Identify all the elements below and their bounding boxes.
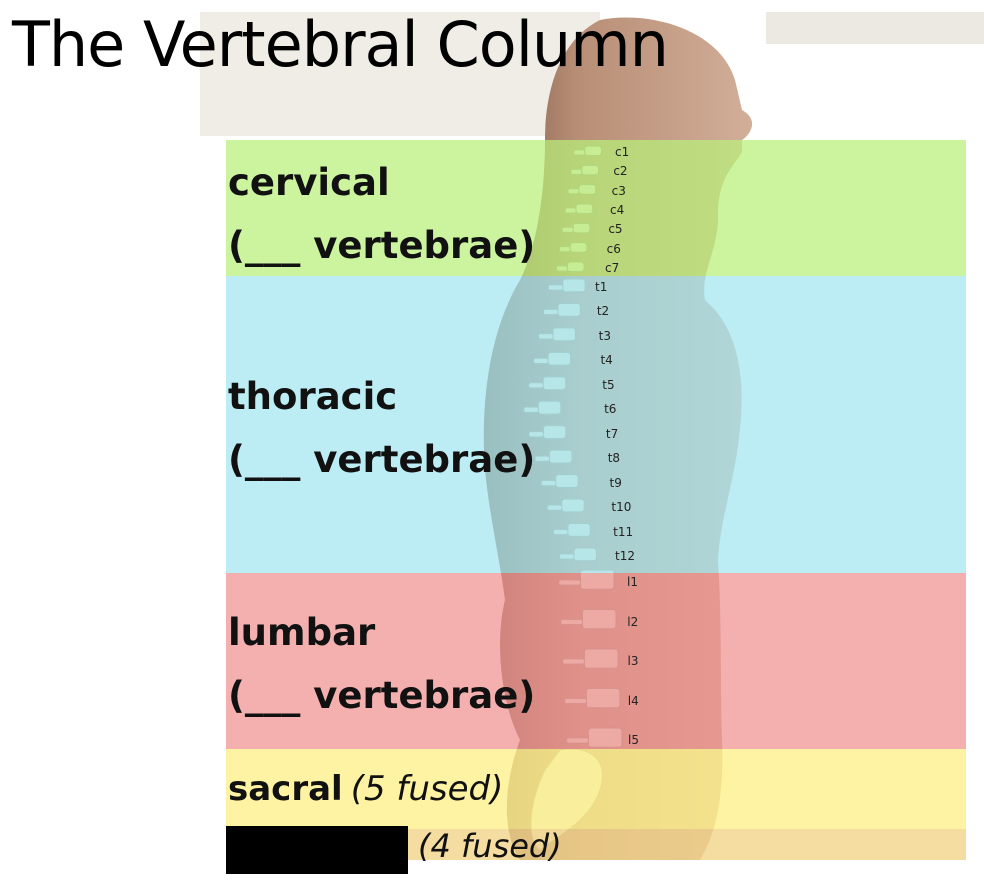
- redacted-coccyx-name: [226, 826, 408, 874]
- vertebra-label-t8: t8: [607, 451, 621, 466]
- cervical-label: cervical (___ vertebrae): [228, 164, 535, 264]
- vertebra-label-c6: c6: [606, 241, 621, 256]
- region-count-blank: (___ vertebrae): [228, 224, 536, 267]
- vertebra-label-t3: t3: [598, 328, 611, 343]
- vertebra-label-l1: l1: [627, 575, 638, 589]
- background-panel: [200, 12, 600, 136]
- vertebra-label-c4: c4: [610, 203, 625, 217]
- background-panel: [766, 12, 984, 44]
- vertebra-label-c7: c7: [605, 261, 620, 275]
- vertebra-label-t5: t5: [602, 377, 615, 392]
- vertebra-label-t12: t12: [615, 549, 635, 563]
- vertebra-label-c5: c5: [608, 222, 623, 237]
- region-count-blank: (___ vertebrae): [228, 438, 536, 481]
- vertebra-label-t7: t7: [605, 426, 619, 441]
- sacral-band: [226, 749, 966, 829]
- vertebra-label-t1: t1: [595, 280, 608, 294]
- vertebra-label-l5: l5: [628, 733, 639, 747]
- vertebra-label-t10: t10: [611, 500, 632, 515]
- vertebra-label-l2: l2: [627, 614, 639, 629]
- vertebra-label-l3: l3: [627, 654, 639, 668]
- vertebra-label-l4: l4: [627, 693, 639, 708]
- region-name: cervical: [228, 161, 390, 204]
- region-count-blank: (___ vertebrae): [228, 674, 536, 717]
- region-name: lumbar: [228, 611, 376, 654]
- cervical-band: [226, 140, 966, 276]
- vertebra-label-t2: t2: [596, 304, 610, 319]
- region-name: sacral: [228, 769, 343, 809]
- sacral-label: sacral(5 fused): [228, 772, 503, 806]
- vertebra-label-c1: c1: [615, 145, 630, 159]
- vertebra-label-t9: t9: [609, 475, 622, 490]
- vertebra-label-t6: t6: [604, 402, 617, 417]
- vertebra-label-c3: c3: [611, 183, 626, 198]
- lumbar-band: [226, 573, 966, 749]
- page-title: The Vertebral Column: [12, 8, 669, 81]
- coccyx-count: (4 fused): [418, 827, 562, 865]
- lumbar-label: lumbar (___ vertebrae): [228, 614, 535, 714]
- thoracic-band: [226, 276, 966, 573]
- thoracic-label: thoracic (___ vertebrae): [228, 378, 535, 478]
- vertebra-label-t11: t11: [613, 524, 634, 539]
- region-name: thoracic: [228, 375, 398, 418]
- vertebra-label-t4: t4: [600, 353, 613, 368]
- vertebra-label-c2: c2: [613, 164, 628, 179]
- region-count: (5 fused): [350, 769, 504, 809]
